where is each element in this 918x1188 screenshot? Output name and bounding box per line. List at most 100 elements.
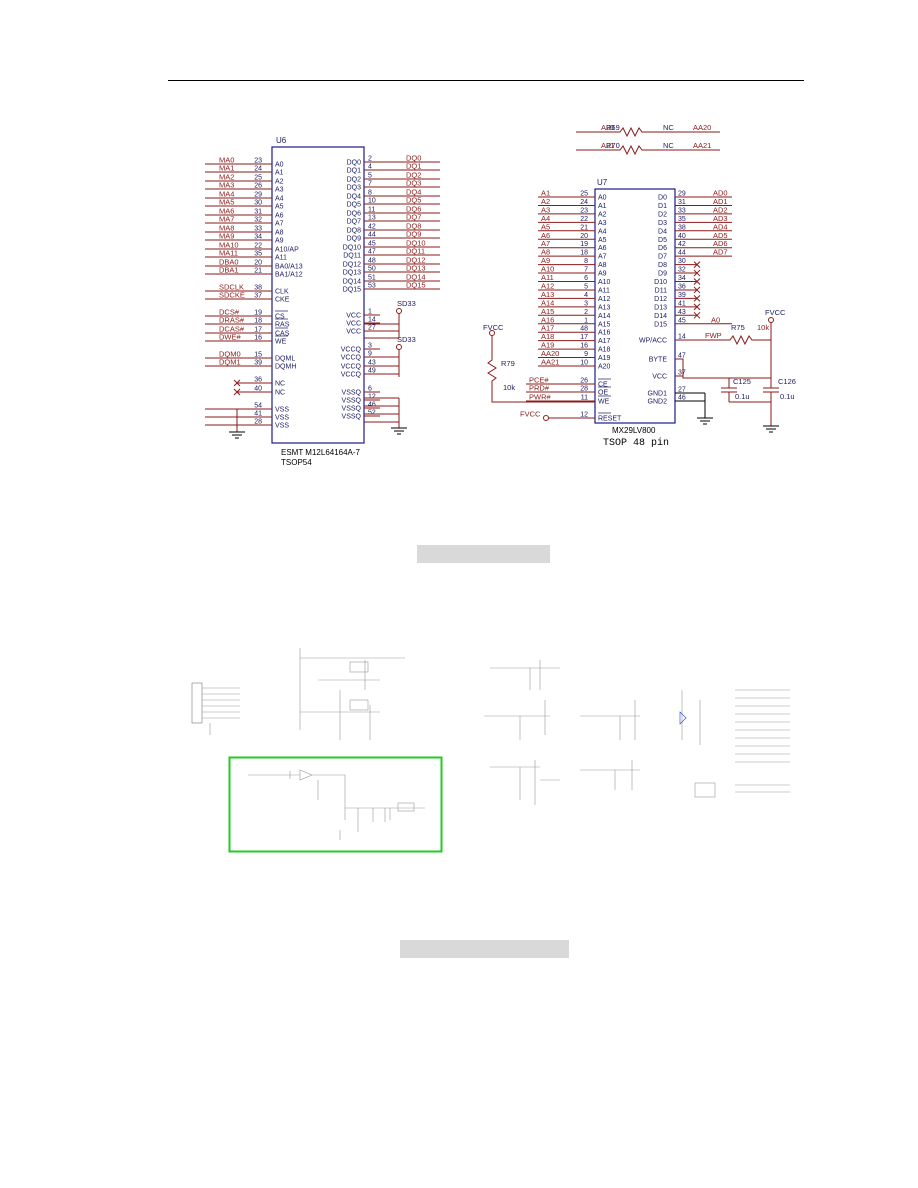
u7-right-pin-number: 40 [678,233,686,240]
u7-right-pin-name: D9 [658,271,667,278]
u6-left-pin-name: NC [275,381,285,388]
u7-left-net-label: A13 [541,290,554,299]
u7-right-pin-name: D12 [654,296,667,303]
u7-left-net-label: A15 [541,307,554,316]
u7-left-net-label: A9 [541,256,550,265]
u6-left-pin-name: A8 [275,230,284,237]
u6-left-pin-number: 37 [254,293,262,300]
u7-ctrl-pin-name: OE [598,390,608,397]
u7-left-pin-name: A0 [598,195,607,202]
u7-left-net-label: A8 [541,248,550,257]
u6-left-net-label: MA8 [219,224,234,233]
header-rule [168,80,804,81]
u7-left-pin-number: 48 [580,326,588,333]
u6-right-net-label: DQ11 [406,247,425,256]
u7-rlow-pin-name: GND2 [648,399,668,406]
u7-right-pin-number: 34 [678,275,686,282]
lower-left-thumbnail [191,648,405,740]
u6-right-net-label: DQ15 [406,281,426,290]
u6-vss-rail [236,408,272,432]
u6-right-pin-number: 42 [368,224,376,231]
u7-left-pin-number: 22 [580,216,588,223]
u6-left-net-label: MA10 [219,241,239,250]
u6-right-pin-number: 6 [368,386,372,393]
u7-left-pin-number: 23 [580,207,588,214]
u7-right-pin-number: 44 [678,250,686,257]
u7-left-pin-number: 4 [584,292,588,299]
u6-right-net-label: DQ8 [406,222,421,231]
u6-left-pin-name: A1 [275,170,284,177]
u7-right-pin-name: D8 [658,262,667,269]
u6-left-net-label: DQM0 [219,350,241,359]
fvcc-terminal-reset [543,415,549,421]
u7-right-pin-name: D3 [658,220,667,227]
u6-right-pin-name: DQ1 [347,168,362,175]
u7-left-pin-name: A9 [598,271,607,278]
u7-left-net-label: A1 [541,189,550,198]
u7-right-net-label: A0 [711,315,720,324]
u7-ctrl-pin-name: CE [598,382,608,389]
u6-right-pin-name: DQ14 [343,279,361,286]
u7-left-net-label: AA21 [541,358,559,367]
u6-left-pin-number: 28 [254,419,262,426]
u6-right-pin-name: VCC [346,313,361,320]
u6-right-pin-number: 51 [368,275,376,282]
u6-left-pin-number: 25 [254,175,262,182]
u6-left-pin-number: 31 [254,209,262,216]
u6-left-net-label: MA11 [219,249,238,258]
u7-right-pin-number: 35 [678,216,686,223]
fvcc-terminal-r79 [489,330,495,336]
u7-left-pin-number: 25 [580,191,588,198]
u7-right-pin-name: D0 [658,195,667,202]
r75-value: 10k [757,323,769,332]
r75-net: FWP [705,331,722,340]
u7-left-pin-number: 1 [584,317,588,324]
u6-right-pin-number: 14 [368,317,376,324]
u6-left-pin-number: 22 [254,243,262,250]
u7-rlow-pin-name: VCC [652,374,667,381]
u7-rlow-pin-name: WP/ACC [639,338,667,345]
u6-left-pin-number: 18 [254,318,262,325]
u7-right-pin-number: 39 [678,292,686,299]
highlighted-circuit-thumbnail [248,769,425,840]
u7-left-pin-name: A15 [598,321,611,328]
u7-left-pin-name: A1 [598,203,607,210]
u7-right-net-label: AD4 [713,222,728,231]
u6-left-pin-name: CKE [275,297,290,304]
u6-left-pin-name: VSS [275,423,289,430]
u6-left-pin-name: A7 [275,221,284,228]
u6-right-pin-number: 8 [368,190,372,197]
c125-ref: C125 [733,377,751,386]
decoupling-caps [675,358,779,426]
u6-left-pin-name: A9 [275,238,284,245]
u7-right-pin-number: 43 [678,309,686,316]
u6-right-net-label: DQ7 [406,213,421,222]
u6-right-pin-name: VCC [346,321,361,328]
u7-ground [675,392,713,425]
u6-right-pin-number: 2 [368,156,372,163]
u7-ctrl-pin-name: RESET [598,416,622,423]
u7-right-pin-name: D6 [658,245,667,252]
u7-right-pin-name: D15 [654,321,667,328]
u7-right-net-label: AD1 [713,197,728,206]
u7-left-pin-number: 17 [580,334,588,341]
